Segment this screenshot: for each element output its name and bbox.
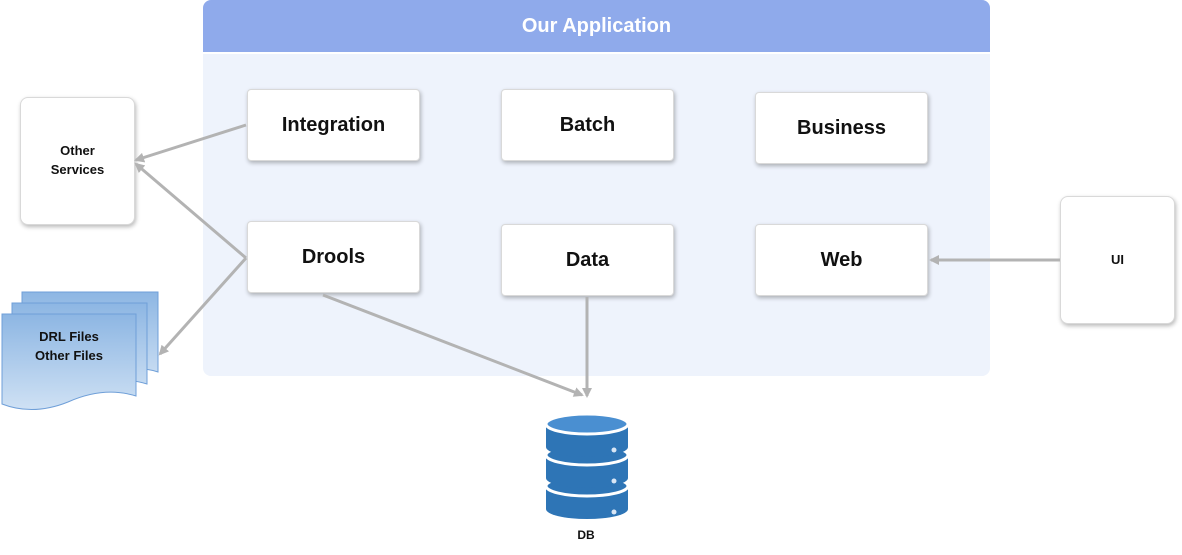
other-services-box[interactable]: Other Services (20, 97, 135, 225)
application-title: Our Application (203, 0, 990, 54)
business-module[interactable]: Business (755, 92, 928, 164)
other-services-label-line1: Other (60, 143, 95, 159)
web-module[interactable]: Web (755, 224, 928, 296)
ui-label: UI (1111, 251, 1124, 267)
application-container: Our Application (203, 0, 990, 376)
integration-module[interactable]: Integration (247, 89, 420, 161)
ui-box[interactable]: UI (1060, 196, 1175, 324)
drl-files-label: DRL Files (39, 329, 99, 344)
drools-module[interactable]: Drools (247, 221, 420, 293)
other-services-label-line2: Services (50, 162, 105, 177)
database-icon (544, 412, 630, 519)
files-label: DRL Files Other Files (2, 328, 136, 366)
data-module[interactable]: Data (501, 224, 674, 296)
other-files-label: Other Files (35, 347, 103, 363)
batch-module[interactable]: Batch (501, 89, 674, 161)
db-label: DB (577, 528, 595, 542)
